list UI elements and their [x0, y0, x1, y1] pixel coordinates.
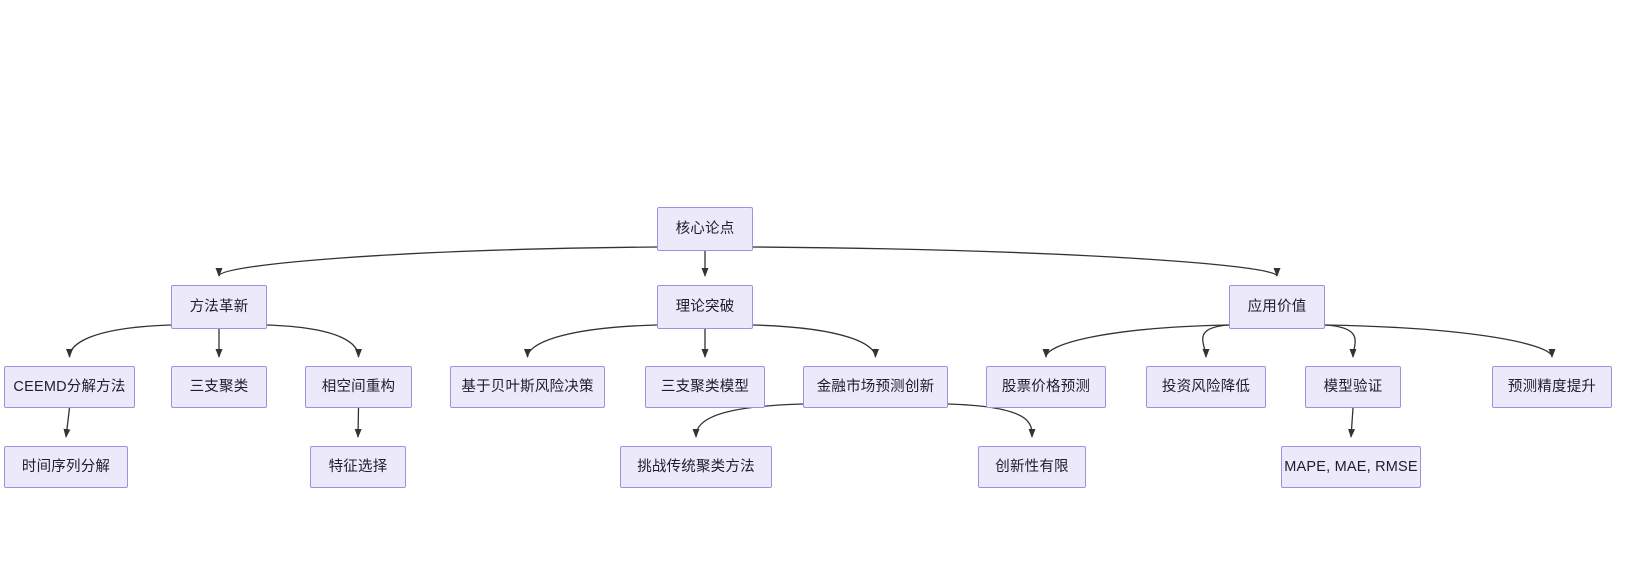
node-label: 理论突破 — [675, 298, 735, 315]
node-label: 股票价格预测 — [1001, 378, 1091, 395]
edge-theory-to-bayes — [524, 324, 658, 358]
node-label: 三支聚类模型 — [660, 378, 750, 395]
node-finance[interactable]: 金融市场预测创新 — [803, 366, 948, 408]
node-theory[interactable]: 理论突破 — [657, 285, 753, 329]
node-stock[interactable]: 股票价格预测 — [986, 366, 1106, 408]
node-label: 模型验证 — [1323, 378, 1383, 395]
node-label: 相空间重构 — [321, 378, 396, 395]
node-label: 时间序列分解 — [21, 458, 111, 475]
node-feature[interactable]: 特征选择 — [310, 446, 406, 488]
edge-core-to-application — [752, 246, 1281, 277]
node-metrics[interactable]: MAPE, MAE, RMSE — [1281, 446, 1421, 488]
edge-finance-to-challenge — [692, 403, 804, 438]
node-phase[interactable]: 相空间重构 — [305, 366, 412, 408]
node-accuracy[interactable]: 预测精度提升 — [1492, 366, 1612, 408]
node-label: MAPE, MAE, RMSE — [1284, 458, 1418, 475]
edge-application-to-accuracy — [1324, 324, 1556, 358]
node-label: 方法革新 — [189, 298, 249, 315]
edge-application-to-validate — [1324, 324, 1357, 358]
node-label: 投资风险降低 — [1161, 378, 1251, 395]
node-challenge[interactable]: 挑战传统聚类方法 — [620, 446, 772, 488]
edge-application-to-stock — [1042, 324, 1230, 358]
node-bayes[interactable]: 基于贝叶斯风险决策 — [450, 366, 605, 408]
node-label: 三支聚类 — [189, 378, 249, 395]
node-label: 核心论点 — [675, 220, 735, 237]
node-tsdecomp[interactable]: 时间序列分解 — [4, 446, 128, 488]
edge-application-to-risk — [1202, 324, 1230, 358]
edge-phase-to-feature — [354, 407, 362, 438]
node-label: 应用价值 — [1247, 298, 1307, 315]
node-core[interactable]: 核心论点 — [657, 207, 753, 251]
edge-core-to-method — [215, 246, 658, 277]
node-application[interactable]: 应用价值 — [1229, 285, 1325, 329]
edge-validate-to-metrics — [1348, 407, 1356, 438]
edge-theory-to-finance — [752, 324, 879, 358]
node-twmodel[interactable]: 三支聚类模型 — [645, 366, 765, 408]
edge-ceemd-to-tsdecomp — [63, 407, 71, 438]
edge-finance-to-limited — [947, 403, 1036, 438]
node-label: 基于贝叶斯风险决策 — [461, 378, 594, 395]
node-label: CEEMD分解方法 — [13, 378, 126, 395]
node-ceemd[interactable]: CEEMD分解方法 — [4, 366, 135, 408]
edge-method-to-ceemd — [66, 324, 172, 358]
node-label: 特征选择 — [328, 458, 388, 475]
node-limited[interactable]: 创新性有限 — [978, 446, 1086, 488]
node-risk[interactable]: 投资风险降低 — [1146, 366, 1266, 408]
node-validate[interactable]: 模型验证 — [1305, 366, 1401, 408]
node-label: 挑战传统聚类方法 — [637, 458, 755, 475]
node-threeway[interactable]: 三支聚类 — [171, 366, 267, 408]
node-label: 预测精度提升 — [1507, 378, 1597, 395]
node-label: 金融市场预测创新 — [816, 378, 935, 395]
node-method[interactable]: 方法革新 — [171, 285, 267, 329]
edge-method-to-phase — [266, 324, 362, 358]
node-label: 创新性有限 — [995, 458, 1069, 475]
